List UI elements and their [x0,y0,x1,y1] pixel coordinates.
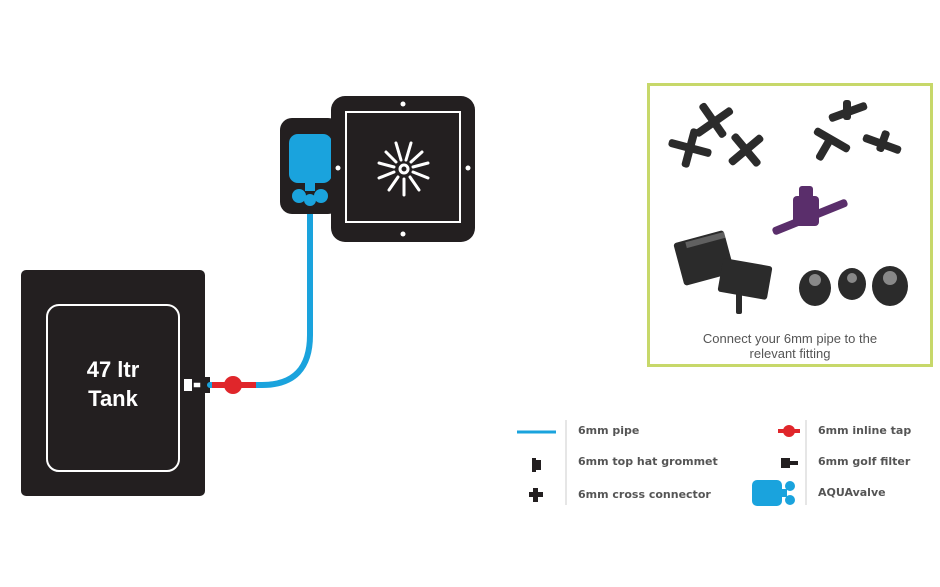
legend-label-pipe: 6mm pipe [578,424,640,437]
legend-label-cross: 6mm cross connector [578,488,711,501]
grow-tray [331,96,475,242]
tank-label: 47 ltr Tank [47,355,179,413]
pipe-line [207,197,313,388]
fittings-photo [668,100,908,314]
top-hat-grommet-icon [532,458,541,472]
fittings-caption: Connect your 6mm pipe to the relevant fi… [650,331,930,361]
legend-label-tap: 6mm inline tap [818,424,912,437]
cross-connector-icon [529,488,543,502]
inline-tap-icon [778,425,800,437]
aquavalve-icon [289,134,332,206]
tray-drain-icon [377,141,430,197]
inline-tap-photo-icon [772,186,848,235]
golf-filter-icon [781,458,798,468]
tank-grommet-icon [182,377,210,393]
aquavalve-icon [752,480,795,506]
fittings-caption-line2: relevant fitting [749,346,831,361]
legend-label-filter: 6mm golf filter [818,455,911,468]
legend-label-grommet: 6mm top hat grommet [578,455,718,468]
fittings-panel: Connect your 6mm pipe to the relevant fi… [647,83,933,367]
tank-name: Tank [88,386,138,411]
inline-tap-icon [212,376,256,394]
golf-filter-photo-icon [673,229,773,314]
tank-inner-frame [46,304,180,472]
tee-connector-photo-icon [813,100,902,161]
fittings-caption-line1: Connect your 6mm pipe to the [702,331,878,346]
tank-capacity: 47 ltr [86,357,140,382]
legend-label-aquavalve: AQUAvalve [818,486,886,499]
tank-body [21,270,205,496]
cross-connector-photo-icon [668,102,764,168]
top-hat-grommet-photo-icon [799,266,908,306]
